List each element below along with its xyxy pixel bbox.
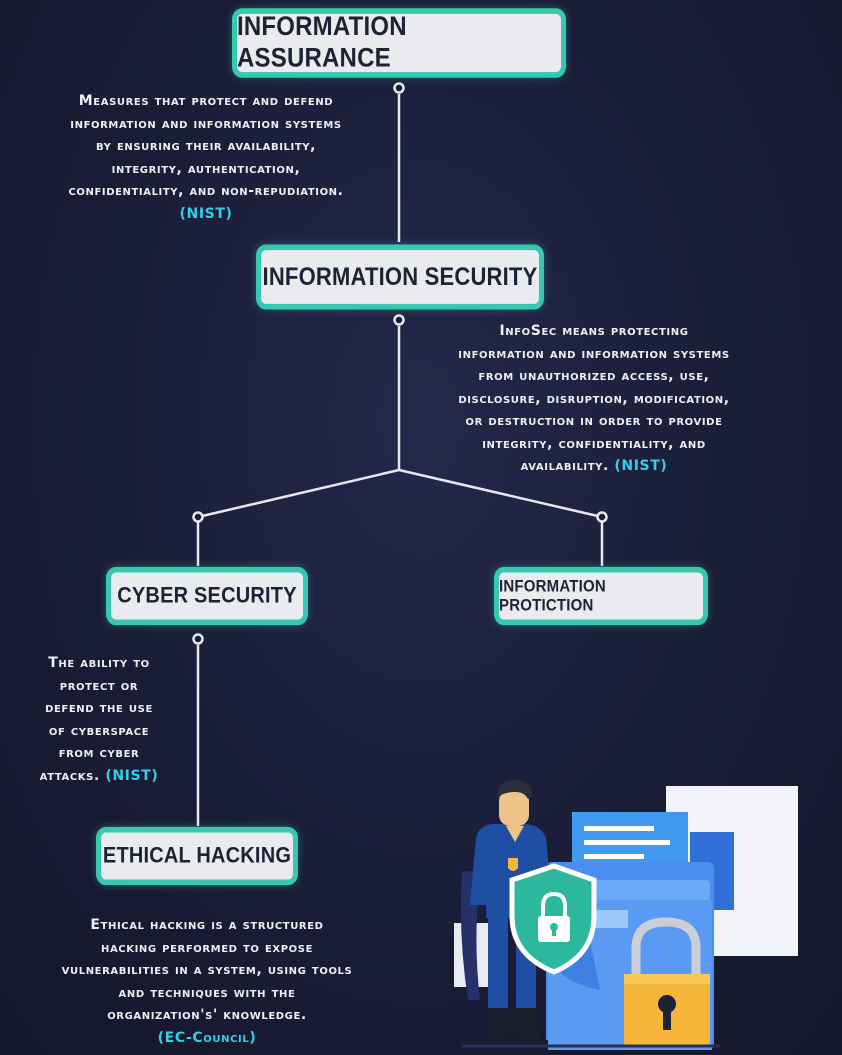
description-line: disclosure, disruption, modification, <box>458 390 730 407</box>
information-assurance-box: INFORMATION ASSURANCE <box>232 8 566 78</box>
security-illustration <box>454 780 798 1050</box>
description-line: integrity, authentication, <box>111 160 301 177</box>
connector-node <box>393 82 405 94</box>
description-line: information and information systems <box>70 115 342 132</box>
citation-nist: (NIST) <box>179 205 233 222</box>
connector-node <box>192 633 204 645</box>
ethical-hacking-title: ETHICAL HACKING <box>102 843 292 868</box>
description-line: defend the use <box>45 700 153 716</box>
description-line: and techniques with the <box>118 984 296 1001</box>
information-security-box: INFORMATION SECURITY <box>256 244 544 310</box>
description-line: information and information systems <box>458 345 730 362</box>
information-security-description: InfoSec means protecting information and… <box>400 320 788 478</box>
cyber-security-box: CYBER SECURITY <box>106 566 308 626</box>
description-line: attacks. <box>39 767 100 784</box>
information-security-title: INFORMATION SECURITY <box>262 262 538 291</box>
description-line: integrity, confidentiality, and <box>482 435 706 452</box>
description-line: The ability to <box>48 655 150 671</box>
description-line: availability. <box>520 458 609 474</box>
connector-node <box>393 314 405 326</box>
description-line: of cyberspace <box>48 722 150 739</box>
ethical-hacking-box: ETHICAL HACKING <box>96 826 298 886</box>
description-line: confidentiality, and non-repudiation. <box>68 183 344 199</box>
citation-nist: (NIST) <box>105 767 159 784</box>
description-line: InfoSec means protecting <box>499 323 689 339</box>
description-line: Measures that protect and defend <box>78 93 334 109</box>
description-line: from cyber <box>58 745 140 761</box>
citation-ec-council: (EC-Council) <box>157 1029 257 1046</box>
description-line: protect or <box>59 677 139 694</box>
cyber-security-title: CYBER SECURITY <box>117 583 297 608</box>
description-line: Ethical hacking is a structured <box>90 917 324 933</box>
information-protiction-title: INFORMATION PROTICTION <box>499 576 606 616</box>
description-line: by ensuring their availability, <box>95 138 316 154</box>
connector-node <box>192 511 204 523</box>
information-assurance-description: Measures that protect and defend informa… <box>18 90 394 225</box>
description-line: hacking performed to expose <box>100 939 314 956</box>
description-line: from unauthorized access, use, <box>478 368 710 384</box>
description-line: or destruction in order to provide <box>465 413 723 429</box>
cyber-security-description: The ability to protect or defend the use… <box>16 652 182 787</box>
information-protiction-box: INFORMATION PROTICTION <box>494 566 708 626</box>
citation-nist: (NIST) <box>614 458 668 474</box>
connector-node <box>596 511 608 523</box>
description-line: vulnerabilities in a system, using tools <box>61 962 353 978</box>
description-line: organization's' knowledge. <box>107 1007 307 1023</box>
ethical-hacking-description: Ethical hacking is a structured hacking … <box>14 914 400 1049</box>
information-assurance-title: INFORMATION ASSURANCE <box>237 11 407 74</box>
